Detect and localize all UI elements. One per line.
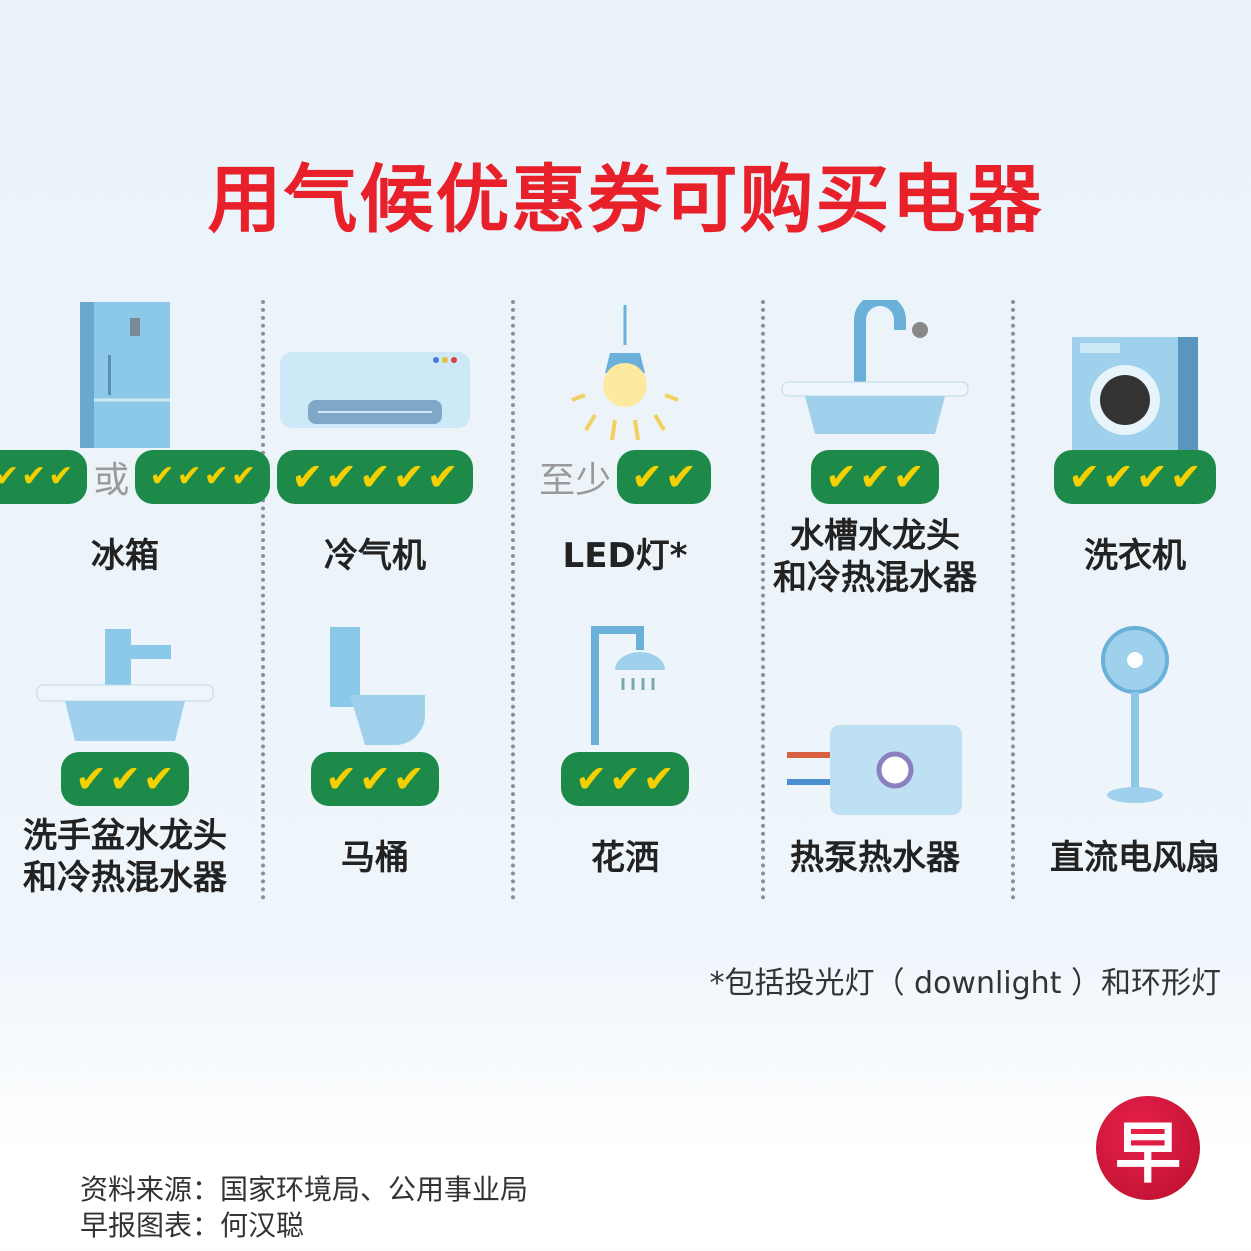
tick-icon: ✔ — [859, 455, 891, 499]
tick-icon: ✔ — [1136, 455, 1168, 499]
appliance-dc-fan: 直流电风扇 — [1010, 615, 1251, 915]
credits: 资料来源：国家环境局、公用事业局 早报图表：何汉聪 — [80, 1172, 528, 1244]
tick-icon: ✔ — [892, 455, 925, 499]
shower-icon — [500, 620, 750, 745]
tick-icon: ✔ — [230, 459, 256, 494]
tick-icon: ✔ — [203, 459, 229, 494]
divider — [511, 300, 515, 900]
appliance-toilet: ✔✔✔马桶 — [250, 615, 500, 915]
tick-icon: ✔ — [575, 757, 608, 801]
tick-icon: ✔ — [1102, 455, 1134, 499]
tick-icon: ✔ — [1068, 455, 1101, 499]
tick-icon: ✔ — [609, 757, 641, 801]
page-title: 用气候优惠券可购买电器 — [207, 157, 1044, 243]
light-bulb-icon — [500, 305, 750, 445]
tick-icon: ✔ — [359, 757, 391, 801]
appliance-kitchen-sink-tap: ✔✔✔水槽水龙头 和冷热混水器 — [750, 295, 1000, 598]
energy-tick-badge: ✔✔✔✔ — [135, 450, 270, 504]
energy-tick-badge: ✔✔✔ — [311, 752, 439, 806]
fridge-icon — [0, 300, 250, 450]
tick-icon: ✔ — [325, 455, 358, 499]
appliance-label: 马桶 — [341, 838, 409, 878]
tick-icon: ✔ — [109, 757, 141, 801]
tick-icon: ✔ — [392, 757, 425, 801]
tick-icon: ✔ — [642, 757, 675, 801]
appliance-label: 洗衣机 — [1084, 536, 1186, 576]
washing-machine-icon — [1010, 335, 1251, 455]
appliance-label: 水槽水龙头 和冷热混水器 — [773, 516, 977, 598]
appliance-fridge: ✔✔✔或✔✔✔✔冰箱 — [0, 295, 270, 595]
appliance-label: 直流电风扇 — [1050, 838, 1220, 878]
energy-tick-badge: ✔✔✔✔✔ — [277, 450, 473, 504]
energy-tick-badge: ✔✔✔✔ — [1054, 450, 1216, 504]
tick-icon: ✔ — [1169, 455, 1202, 499]
graphic-credit-line: 早报图表：何汉聪 — [80, 1209, 305, 1242]
tick-icon: ✔ — [48, 459, 74, 494]
source-line: 资料来源：国家环境局、公用事业局 — [80, 1173, 529, 1206]
tick-icon: ✔ — [359, 455, 391, 499]
divider — [761, 300, 765, 900]
tick-icon: ✔ — [149, 459, 175, 494]
appliance-label: 洗手盆水龙头 和冷热混水器 — [23, 816, 227, 898]
appliance-label: 冷气机 — [324, 536, 426, 576]
basin-tap-icon — [0, 625, 250, 745]
appliance-washing-machine: ✔✔✔✔洗衣机 — [1010, 295, 1251, 595]
energy-tick-badge: ✔✔✔ — [61, 752, 189, 806]
energy-tick-badge: ✔✔ — [617, 450, 711, 504]
kitchen-sink-tap-icon — [750, 300, 1000, 440]
tick-icon: ✔ — [75, 757, 108, 801]
appliance-air-conditioner: ✔✔✔✔✔冷气机 — [250, 295, 500, 595]
energy-tick-badge: ✔✔✔ — [811, 450, 939, 504]
appliance-label: 热泵热水器 — [790, 838, 960, 878]
tick-icon: ✔ — [825, 455, 858, 499]
tick-icon: ✔ — [392, 455, 425, 499]
tick-icon: ✔ — [176, 459, 202, 494]
appliance-label: LED灯* — [562, 536, 688, 576]
appliance-heat-pump-water-heater: 热泵热水器 — [750, 615, 1000, 915]
appliance-shower: ✔✔✔花洒 — [500, 615, 750, 915]
tick-icon: ✔ — [0, 459, 20, 494]
appliance-label: 花洒 — [591, 838, 659, 878]
heat-pump-water-heater-icon — [750, 720, 1000, 820]
appliance-label: 冰箱 — [91, 536, 159, 576]
tick-icon: ✔ — [291, 455, 324, 499]
appliance-basin-tap: ✔✔✔洗手盆水龙头 和冷热混水器 — [0, 615, 250, 915]
tick-icon: ✔ — [325, 757, 358, 801]
energy-tick-badge: ✔✔✔ — [0, 450, 88, 504]
air-conditioner-icon — [250, 350, 500, 430]
energy-tick-badge: ✔✔✔ — [561, 752, 689, 806]
divider — [261, 300, 265, 900]
divider — [1011, 300, 1015, 900]
tick-icon: ✔ — [631, 455, 663, 499]
zaobao-logo: 早 — [1096, 1096, 1200, 1200]
at-least-text: 至少 — [539, 460, 612, 501]
tick-icon: ✔ — [21, 459, 47, 494]
footnote: *包括投光灯（ downlight ）和环形灯 — [709, 966, 1221, 1001]
or-text: 或 — [93, 460, 130, 501]
tick-icon: ✔ — [665, 455, 697, 499]
toilet-icon — [250, 625, 500, 745]
tick-icon: ✔ — [426, 455, 459, 499]
appliance-light-bulb: 至少✔✔LED灯* — [500, 295, 750, 595]
dc-fan-icon — [1010, 625, 1251, 805]
tick-icon: ✔ — [142, 757, 175, 801]
